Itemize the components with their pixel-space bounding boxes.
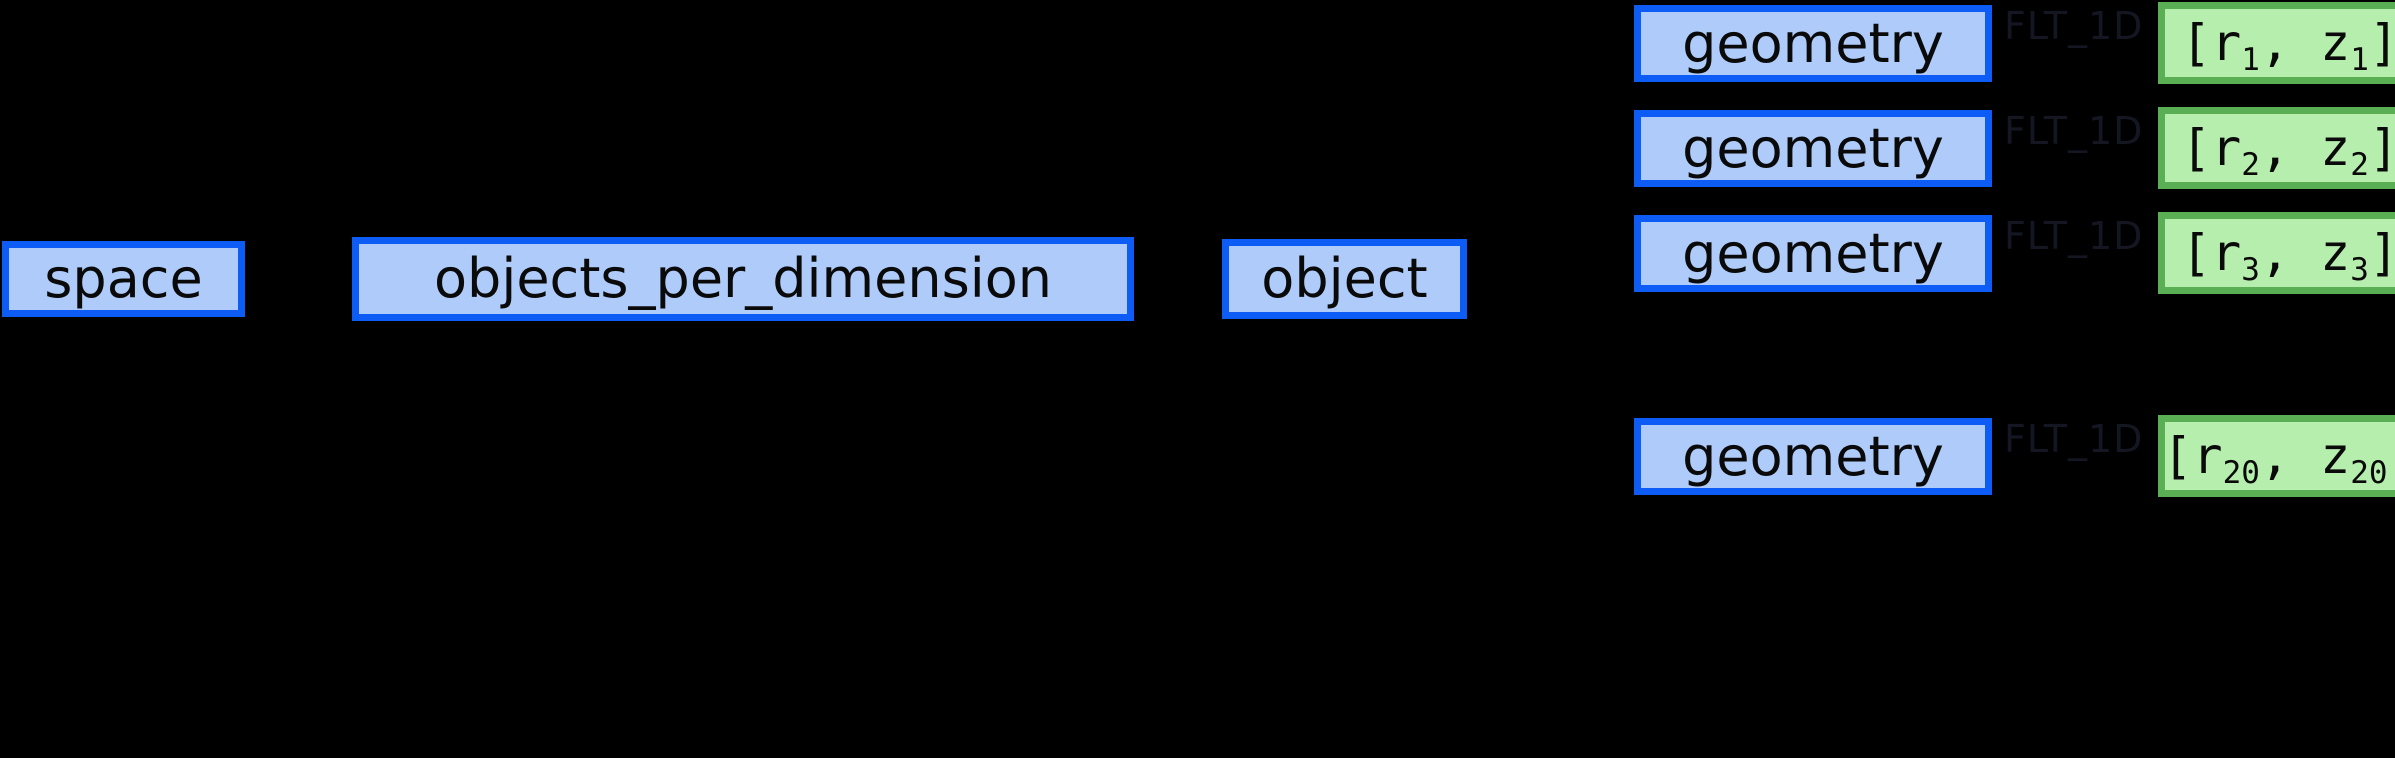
edge-label-flt-1d-1: FLT_1D <box>2004 7 2143 45</box>
edge-label-flt-1d-20: FLT_1D <box>2004 420 2143 458</box>
leaf-r3-z3[interactable]: [r3, z3] <box>2158 212 2395 294</box>
edge-object-to-geometry-3-stub <box>1612 252 1636 260</box>
node-geometry-2-label: geometry <box>1682 116 1944 180</box>
leaf-r3-z3-text: [r3, z3] <box>2181 224 2395 288</box>
edge-object-to-geometry-1-stub <box>1612 41 1636 49</box>
node-geometry-3[interactable]: geometry <box>1634 215 1992 292</box>
node-geometry-20[interactable]: geometry <box>1634 418 1992 495</box>
node-space[interactable]: space <box>2 241 245 317</box>
leaf-r2-z2[interactable]: [r2, z2] <box>2158 107 2395 189</box>
edge-geometry-2-to-leaf-stub <box>2136 146 2160 154</box>
edge-object-to-geometry-20-stub <box>1612 455 1636 463</box>
node-objects-per-dimension-label: objects_per_dimension <box>434 247 1052 310</box>
node-object[interactable]: object <box>1222 239 1467 319</box>
node-object-label: object <box>1261 247 1428 310</box>
leaf-r20-z20[interactable]: [r20, z20] <box>2158 415 2395 497</box>
edge-objects-to-object-stub-left <box>1134 277 1156 285</box>
edge-label-flt-1d-3: FLT_1D <box>2004 217 2143 255</box>
edge-geometry-3-to-leaf-stub <box>2136 252 2160 260</box>
edge-label-flt-1d-1-text: FLT_1D <box>2004 4 2144 48</box>
leaf-r20-z20-text: [r20, z20] <box>2162 427 2395 491</box>
edge-label-flt-1d-2: FLT_1D <box>2004 112 2143 150</box>
edge-object-to-geometry-2-stub <box>1612 146 1636 154</box>
edge-label-flt-1d-3-text: FLT_1D <box>2004 214 2144 258</box>
node-geometry-1[interactable]: geometry <box>1634 5 1992 82</box>
leaf-r1-z1[interactable]: [r1, z1] <box>2158 2 2395 84</box>
node-geometry-2[interactable]: geometry <box>1634 110 1992 187</box>
edge-label-flt-1d-2-text: FLT_1D <box>2004 109 2144 153</box>
edge-geometry-20-to-leaf-stub <box>2136 455 2160 463</box>
node-geometry-20-label: geometry <box>1682 424 1944 488</box>
edge-label-flt-1d-20-text: FLT_1D <box>2004 417 2144 461</box>
node-geometry-1-label: geometry <box>1682 11 1944 75</box>
leaf-r2-z2-text: [r2, z2] <box>2181 119 2395 183</box>
node-space-label: space <box>44 247 203 310</box>
leaf-r1-z1-text: [r1, z1] <box>2181 14 2395 78</box>
edge-geometry-1-to-leaf-stub <box>2136 41 2160 49</box>
node-objects-per-dimension[interactable]: objects_per_dimension <box>352 237 1134 321</box>
node-geometry-3-label: geometry <box>1682 221 1944 285</box>
edge-objects-to-object-stub-right <box>1198 277 1222 285</box>
